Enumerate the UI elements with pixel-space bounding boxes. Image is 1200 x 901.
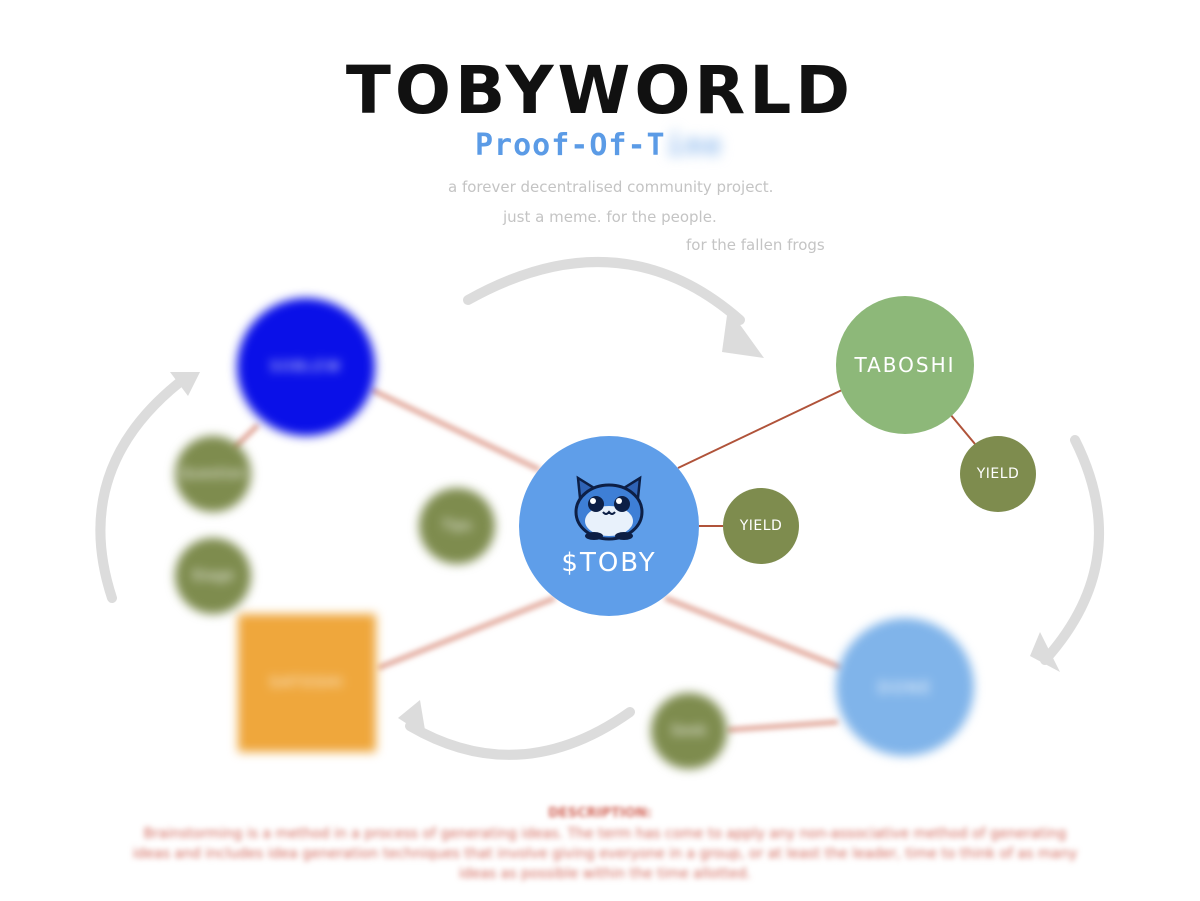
node-square-label: SATOSHI — [269, 675, 345, 691]
connector-toby-right-blue — [664, 596, 843, 670]
connector-toby-square — [377, 596, 556, 670]
node-right-blue[interactable]: DONE — [836, 618, 974, 756]
node-taboshi[interactable]: TABOSHI — [836, 296, 974, 434]
node-small-left-2-label: Stage — [191, 568, 235, 584]
arrow-left — [95, 377, 185, 603]
tagline-2: just a meme. for the people. — [503, 208, 717, 226]
node-yield-center-label: YIELD — [739, 518, 783, 534]
arrow-right — [1040, 435, 1104, 665]
node-toby[interactable]: $TOBY — [519, 436, 699, 616]
arrowhead-left — [170, 372, 200, 396]
tagline-1: a forever decentralised community projec… — [448, 178, 774, 196]
node-yield-center[interactable]: YIELD — [723, 488, 799, 564]
connector-toby-taboshi — [677, 389, 843, 469]
page-title: TOBYWORLD — [345, 52, 855, 129]
description-body: Brainstorming is a method in a process o… — [132, 826, 1078, 882]
node-small-center-left[interactable]: Tips — [419, 488, 495, 564]
cat-mascot-icon — [574, 475, 644, 541]
node-small-left-2[interactable]: Stage — [175, 538, 251, 614]
arrowhead-right — [1030, 632, 1060, 672]
description-title: DESCRIPTION: — [548, 806, 652, 821]
arrow-top — [463, 256, 745, 325]
node-left-blue[interactable]: SOBLEW — [237, 298, 375, 436]
node-toby-label: $TOBY — [561, 548, 657, 578]
page-subtitle: Proof-Of-Time — [475, 128, 723, 163]
node-square[interactable]: SATOSHI — [238, 614, 376, 752]
node-small-left-1[interactable]: Question — [175, 436, 251, 512]
subtitle-obscured: ime — [665, 128, 723, 163]
node-yield-taboshi[interactable]: YIELD — [960, 436, 1036, 512]
connectors-blurred — [230, 388, 843, 732]
node-small-bottom[interactable]: Seek — [651, 693, 727, 769]
node-left-blue-label: SOBLEW — [270, 359, 342, 375]
tagline-3: for the fallen frogs — [686, 236, 825, 254]
cycle-arrows — [95, 256, 1104, 760]
node-right-blue-label: DONE — [877, 677, 933, 697]
connector-right-blue-small — [726, 720, 839, 732]
connector-toby-left-blue — [371, 388, 541, 472]
arrowhead-bottom — [398, 700, 426, 736]
arrow-heads — [170, 308, 1060, 736]
node-yield-taboshi-label: YIELD — [976, 466, 1020, 482]
node-taboshi-label: TABOSHI — [854, 353, 956, 377]
subtitle-visible: Proof-Of-T — [475, 128, 666, 163]
node-small-left-1-label: Question — [179, 466, 247, 482]
node-small-bottom-label: Seek — [670, 723, 708, 739]
arrow-bottom — [405, 707, 635, 760]
node-small-center-left-label: Tips — [441, 518, 473, 534]
arrowhead-top — [722, 308, 764, 358]
connectors — [495, 389, 976, 527]
connector-taboshi-yield — [949, 413, 976, 445]
